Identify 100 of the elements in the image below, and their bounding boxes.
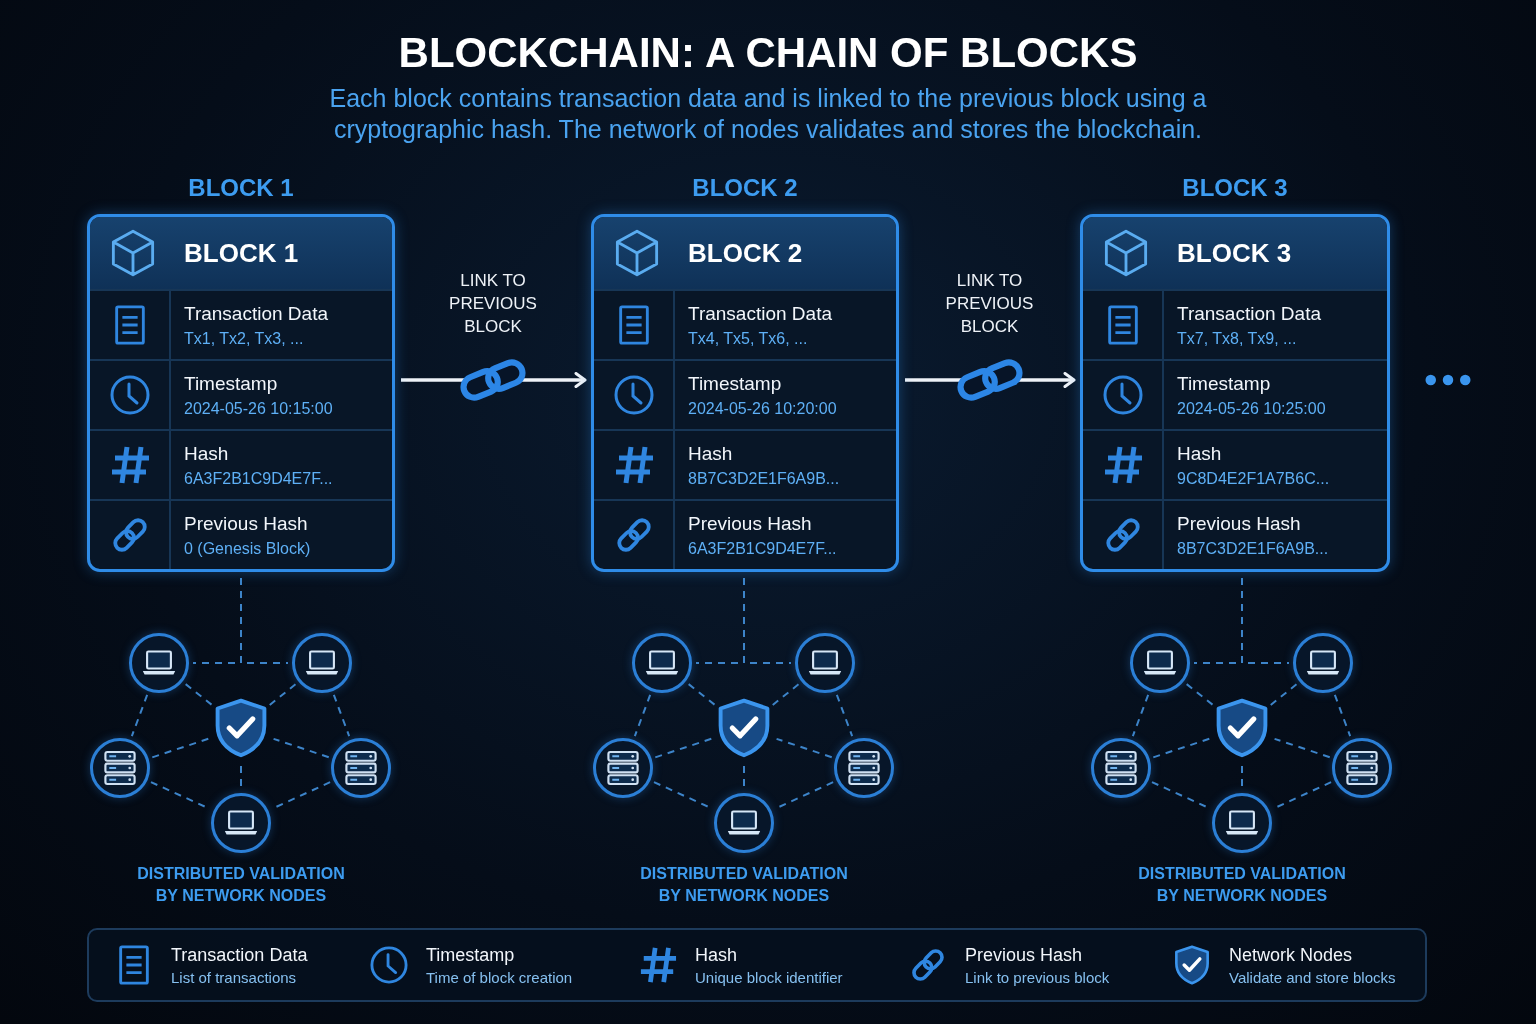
dashed-line [1152, 737, 1211, 759]
dashed-line [687, 683, 718, 707]
network-node-circle [331, 738, 391, 798]
dashed-line [775, 737, 833, 759]
block-title: BLOCK 3 [1177, 237, 1292, 269]
field-name: Timestamp [688, 372, 782, 395]
network-node-circle [129, 633, 189, 693]
field-value: 2024-05-26 10:25:00 [1177, 398, 1326, 418]
block-card [591, 214, 899, 572]
field-value: 2024-05-26 10:20:00 [688, 398, 837, 418]
block-field-row [594, 289, 896, 359]
field-value: 8B7C3D2E1F6A9B... [688, 468, 840, 488]
network-node-circle [1293, 633, 1353, 693]
block-field-row [1083, 289, 1387, 359]
field-name: Previous Hash [184, 512, 308, 535]
legend-description: Unique block identifier [695, 968, 843, 987]
block-title: BLOCK 1 [184, 237, 299, 269]
dashed-line [1273, 737, 1331, 759]
dashed-line [1333, 693, 1352, 738]
diagram-title: BLOCKCHAIN: A CHAIN OF BLOCKS [398, 28, 1138, 78]
dashed-line [770, 683, 800, 707]
block-title: BLOCK 2 [688, 237, 803, 269]
network-node-circle [1130, 633, 1190, 693]
block-field-row [1083, 429, 1387, 499]
block-field-row [90, 289, 392, 359]
dashed-line [272, 737, 330, 759]
legend-description: List of transactions [171, 968, 297, 987]
network-node-circle [834, 738, 894, 798]
dashed-line [151, 737, 210, 759]
field-value: Tx4, Tx5, Tx6, ... [688, 328, 808, 348]
network-node-circle [211, 793, 271, 853]
dashed-line [1131, 693, 1150, 738]
diagram-subtitle: Each block contains transaction data and is linked to the previous block using a cryptographic hash. The network of nodes validates and stores the blockchain. [328, 83, 1208, 145]
block-heading: BLOCK 2 [692, 174, 798, 202]
network-node-circle [632, 633, 692, 693]
block-field-row [594, 359, 896, 429]
shield-check-icon [1216, 698, 1268, 758]
block-field-row [90, 499, 392, 569]
field-name: Transaction Data [1177, 302, 1321, 325]
block-card [1080, 214, 1390, 572]
shield-check-icon [718, 698, 770, 758]
field-value: Tx7, Tx8, Tx9, ... [1177, 328, 1297, 348]
field-name: Previous Hash [1177, 512, 1301, 535]
block-field-row [594, 429, 896, 499]
legend-title: Network Nodes [1229, 943, 1353, 966]
dashed-line [835, 693, 854, 738]
legend-title: Previous Hash [965, 943, 1083, 966]
block-field-row [90, 429, 392, 499]
field-name: Hash [1177, 442, 1222, 465]
field-value: 6A3F2B1C9D4E7F... [184, 468, 333, 488]
network-node-circle [593, 738, 653, 798]
field-name: Timestamp [1177, 372, 1271, 395]
field-name: Hash [688, 442, 733, 465]
network-node-circle [714, 793, 774, 853]
field-value: 6A3F2B1C9D4E7F... [688, 538, 837, 558]
block-field-row [1083, 359, 1387, 429]
dashed-line [1241, 577, 1290, 664]
field-value: 2024-05-26 10:15:00 [184, 398, 333, 418]
field-value: 8B7C3D2E1F6A9B... [1177, 538, 1329, 558]
dashed-line [1185, 683, 1216, 707]
legend-description: Time of block creation [426, 968, 573, 987]
network-caption: DISTRIBUTED VALIDATION BY NETWORK NODES [1137, 864, 1347, 906]
edge-label: LINK TO PREVIOUS BLOCK [448, 270, 538, 338]
network-caption: DISTRIBUTED VALIDATION BY NETWORK NODES [136, 864, 346, 906]
network-node-circle [90, 738, 150, 798]
field-name: Hash [184, 442, 229, 465]
field-name: Previous Hash [688, 512, 812, 535]
legend-title: Hash [695, 943, 738, 966]
network-node-circle [1212, 793, 1272, 853]
dashed-line [654, 737, 713, 759]
field-name: Transaction Data [184, 302, 328, 325]
block-heading: BLOCK 3 [1182, 174, 1288, 202]
legend-panel [87, 928, 1427, 1002]
dashed-line [240, 577, 289, 664]
block-card [87, 214, 395, 572]
dashed-line [184, 683, 215, 707]
network-caption: DISTRIBUTED VALIDATION BY NETWORK NODES [639, 864, 849, 906]
network-node-circle [1332, 738, 1392, 798]
dashed-line [743, 577, 792, 664]
block-heading: BLOCK 1 [188, 174, 294, 202]
dashed-line [130, 693, 149, 738]
field-value: 0 (Genesis Block) [184, 538, 311, 558]
field-name: Timestamp [184, 372, 278, 395]
legend-title: Timestamp [426, 943, 515, 966]
block-field-row [90, 359, 392, 429]
field-value: 9C8D4E2F1A7B6C... [1177, 468, 1330, 488]
dashed-line [267, 683, 297, 707]
legend-description: Validate and store blocks [1229, 968, 1396, 987]
edge-label: LINK TO PREVIOUS BLOCK [944, 270, 1035, 338]
block-field-row [594, 499, 896, 569]
shield-check-icon [215, 698, 267, 758]
field-name: Transaction Data [688, 302, 832, 325]
dashed-line [332, 693, 351, 738]
network-node-circle [795, 633, 855, 693]
network-node-circle [1091, 738, 1151, 798]
dashed-line [1268, 683, 1298, 707]
legend-title: Transaction Data [171, 943, 308, 966]
block-field-row [1083, 499, 1387, 569]
dashed-line [633, 693, 652, 738]
legend-description: Link to previous block [965, 968, 1110, 987]
